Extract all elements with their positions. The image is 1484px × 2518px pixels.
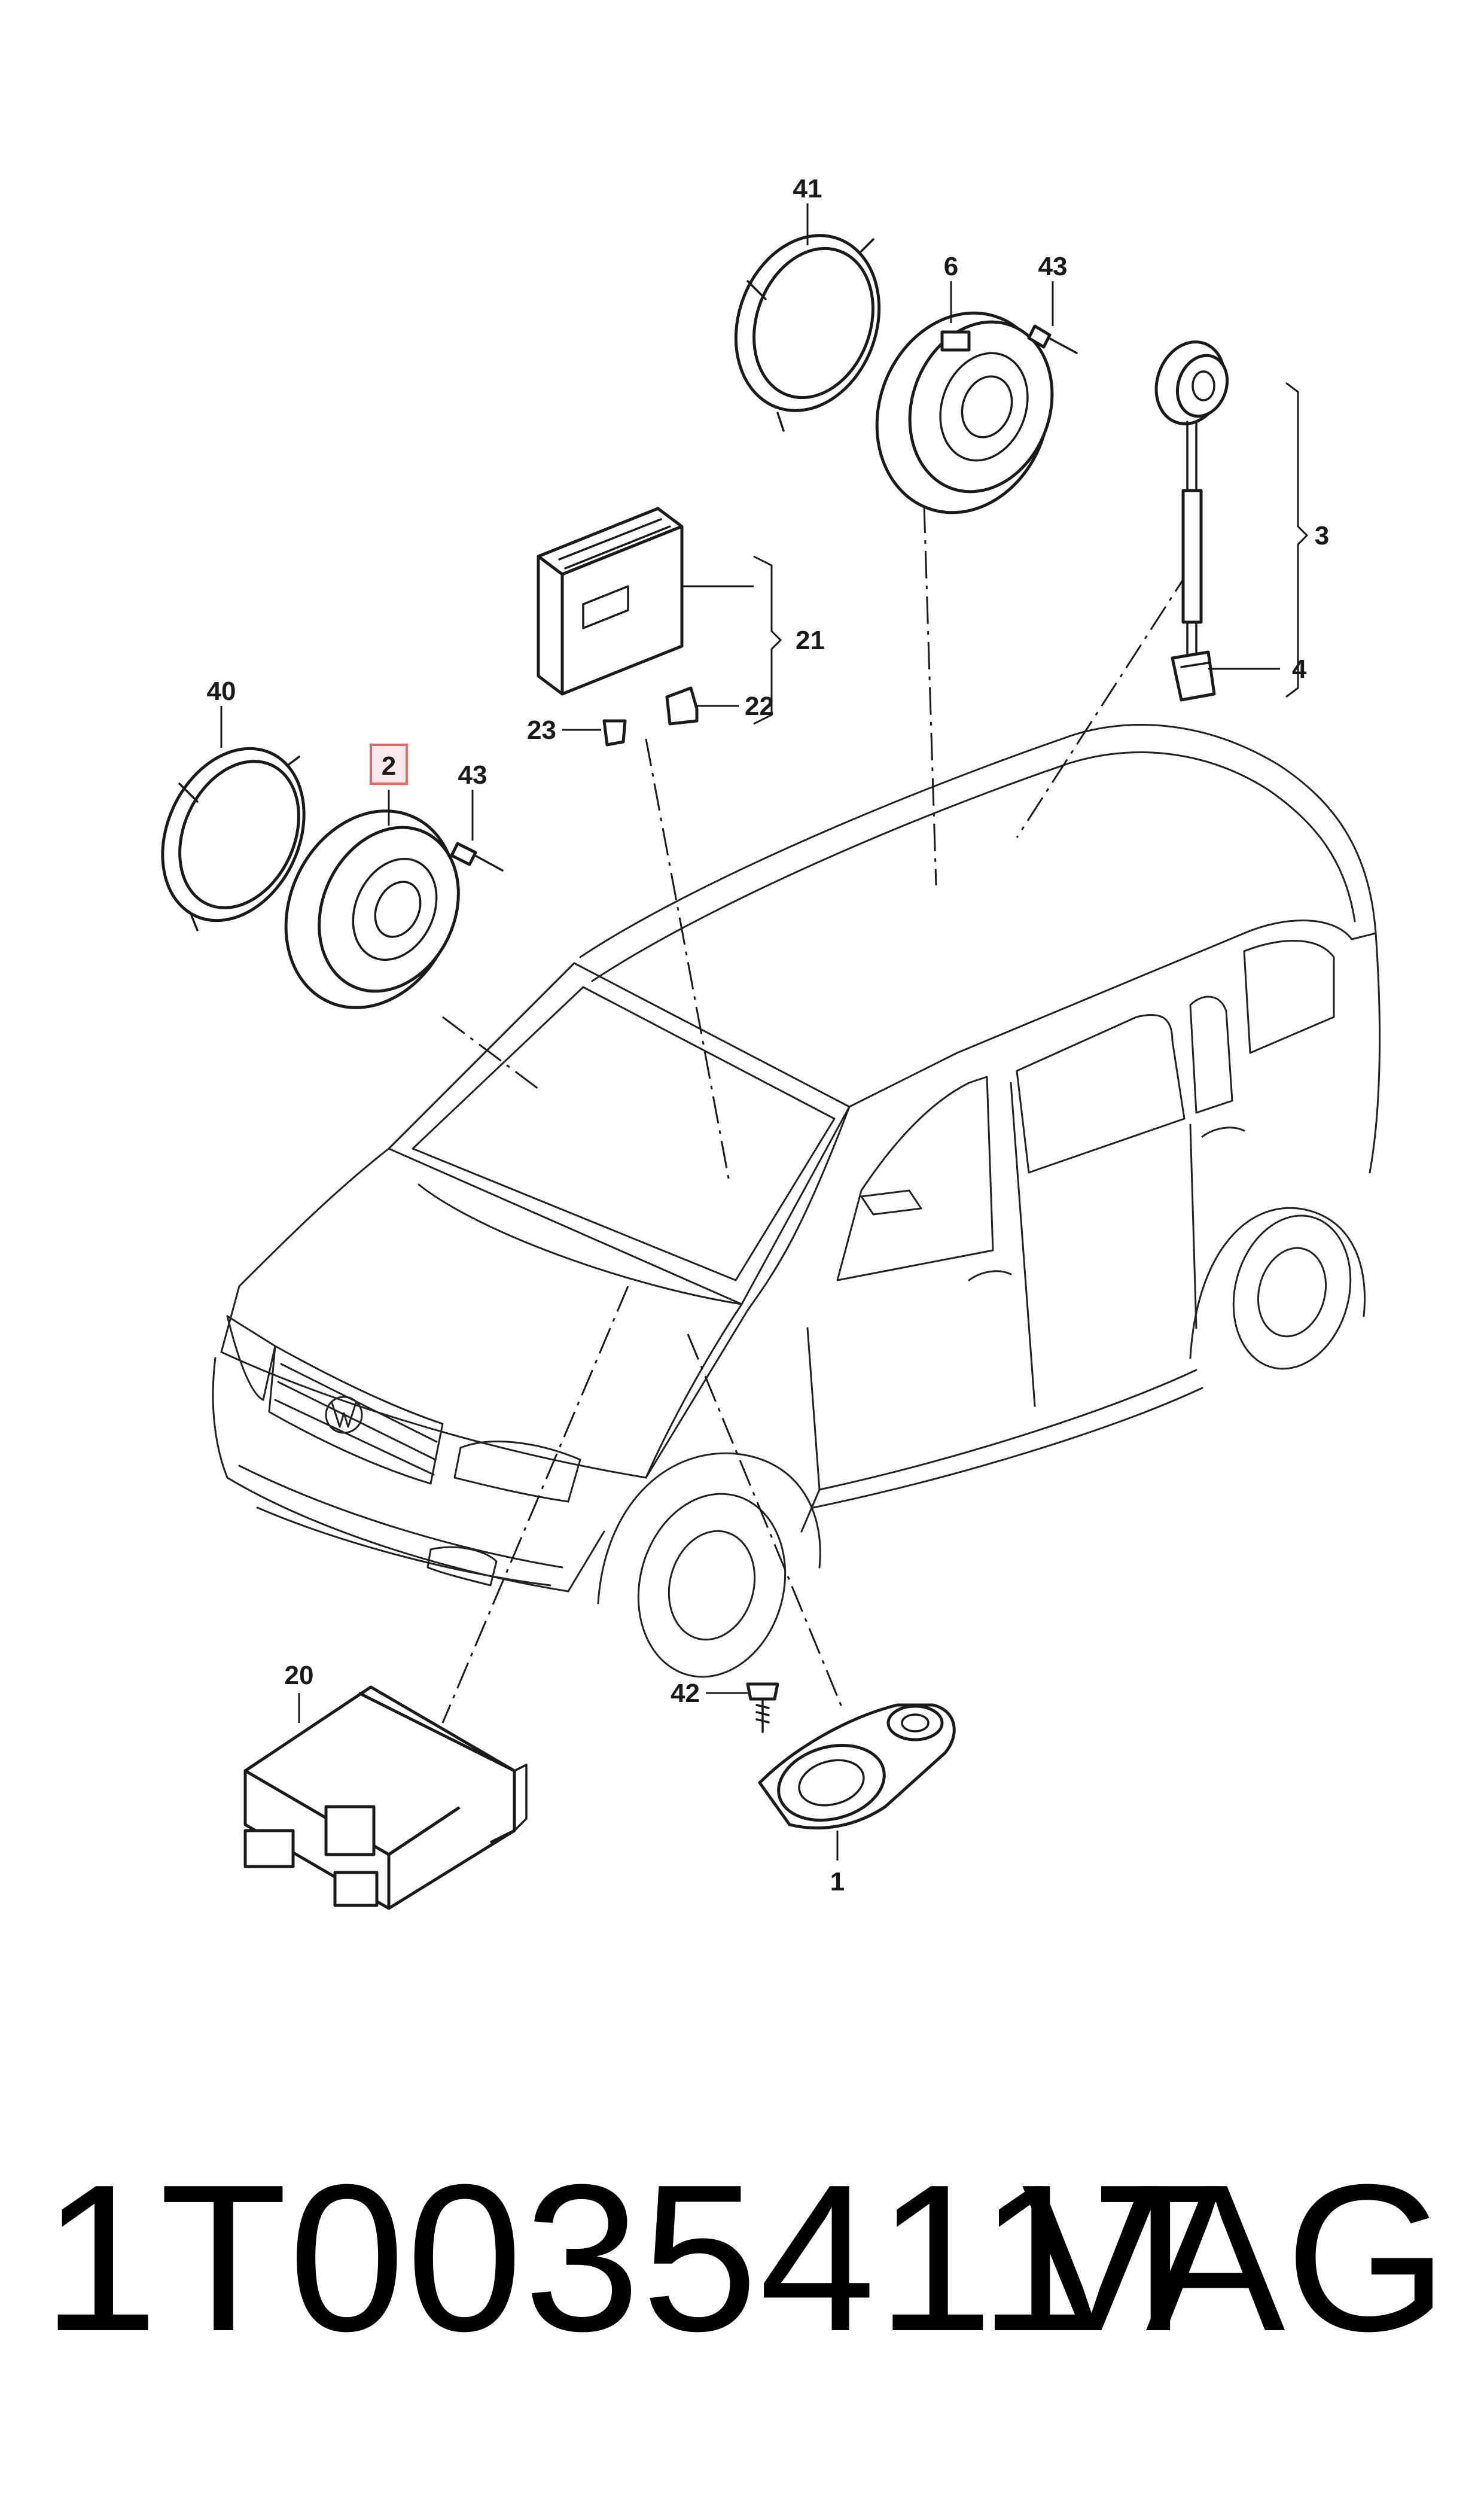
callout-6: 6 (944, 252, 958, 281)
footer: 1T0035411T VAG (0, 2142, 1484, 2453)
callout-labels: 41 6 43 3 4 21 22 23 40 2 43 20 42 1 (207, 174, 1330, 1896)
part-6-speaker (875, 311, 1054, 514)
part-23-clip (602, 719, 627, 747)
part-42-screw (746, 1682, 779, 1733)
part-43-rivet-top (1027, 324, 1078, 354)
part-40-speaker-housing (161, 747, 306, 931)
part-3-tweeter-assembly (1154, 340, 1229, 702)
parts-diagram: 41 6 43 3 4 21 22 23 40 2 43 20 42 1 (161, 174, 1381, 1910)
part-1-center-speaker (758, 1703, 956, 1830)
callout-40: 40 (207, 677, 236, 706)
part-21-control-unit (537, 507, 684, 696)
callout-41: 41 (793, 174, 822, 203)
callout-1: 1 (830, 1867, 845, 1896)
brackets (753, 382, 1309, 725)
callout-21: 21 (796, 626, 825, 655)
callout-23: 23 (527, 715, 556, 745)
car-illustration (212, 724, 1381, 1678)
part-20-amplifier (243, 1685, 528, 1910)
part-41-speaker-housing (734, 234, 881, 432)
part-43-rivet-left (450, 842, 504, 872)
part-22-connector (665, 686, 699, 726)
brand-name: VAG (1021, 2141, 1448, 2375)
leader-lines (220, 203, 1280, 1861)
callout-20: 20 (285, 1661, 314, 1690)
callout-4: 4 (1292, 654, 1307, 684)
callout-43-top: 43 (1038, 252, 1068, 281)
assembly-lines (441, 505, 1192, 1724)
part-2-speaker (284, 809, 460, 1009)
callout-2-highlight (370, 744, 408, 785)
callout-22: 22 (745, 692, 774, 721)
callout-42: 42 (671, 1679, 700, 1708)
callout-2: 2 (382, 751, 396, 781)
callout-3: 3 (1315, 521, 1329, 550)
part-number: 1T0035411T (42, 2141, 1226, 2375)
callout-43-left: 43 (458, 760, 487, 790)
